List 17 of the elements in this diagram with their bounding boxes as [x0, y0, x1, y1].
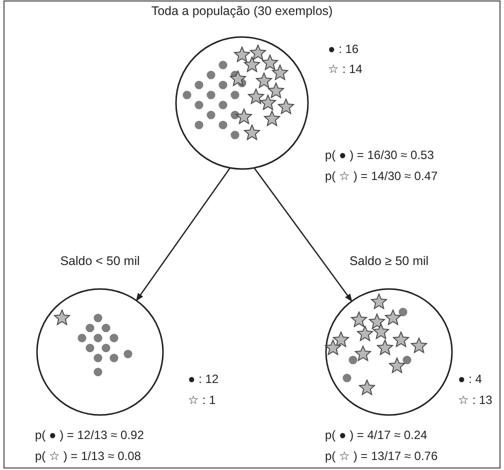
- probability-formula: p( ● ) = 4/17 ≈ 0.24: [325, 428, 428, 442]
- arrow: [254, 168, 352, 302]
- probability-formula: p( ● ) = 12/13 ≈ 0.92: [35, 428, 144, 442]
- probability-formula: p( ● ) = 16/30 ≈ 0.53: [325, 148, 434, 162]
- count-label: ☆ : 1: [188, 393, 216, 407]
- group-heading: Saldo < 50 mil: [59, 254, 141, 268]
- probability-formula: p( ☆ ) = 14/30 ≈ 0.47: [325, 169, 438, 183]
- count-label: ☆ : 14: [328, 62, 362, 76]
- arrow: [136, 168, 231, 302]
- group-heading: Toda a população (30 exemplos): [150, 4, 334, 18]
- probability-formula: p( ☆ ) = 13/17 ≈ 0.76: [325, 449, 438, 463]
- count-label: ☆ : 13: [458, 393, 492, 407]
- probability-formula: p( ☆ ) = 1/13 ≈ 0.08: [35, 449, 141, 463]
- group-heading: Saldo ≥ 50 mil: [348, 254, 430, 268]
- count-label: ● : 12: [188, 372, 219, 386]
- count-label: ● : 16: [328, 42, 359, 56]
- count-label: ● : 4: [458, 372, 482, 386]
